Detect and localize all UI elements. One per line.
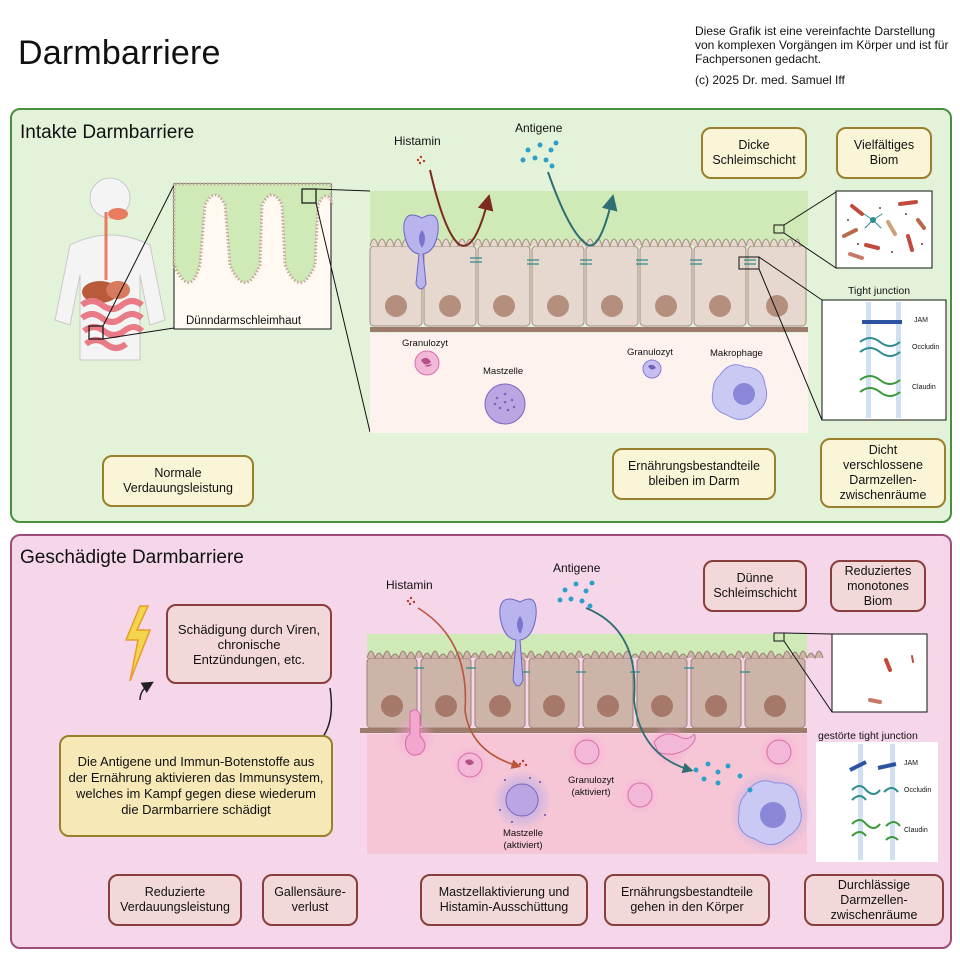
intact-antigene-label: Antigene [515, 121, 563, 135]
intact-granulozyt-1-label: Granulozyt [402, 338, 448, 349]
intact-makrophage-label: Makrophage [710, 348, 763, 359]
mucosa-label: Dünndarmschleimhaut [186, 315, 302, 327]
box-damage-cause: Schädigung durch Viren, chronische Entzü… [166, 604, 332, 684]
damaged-tight-junction-label: gestörte tight junction [818, 730, 918, 742]
damaged-epithelium [360, 598, 833, 854]
damaged-jam-label: JAM [904, 760, 918, 767]
intact-granulozyt-2-label: Granulozyt [627, 347, 673, 358]
damaged-panel-title: Geschädigte Darmbarriere [20, 547, 244, 568]
intact-occludin-label: Occludin [912, 344, 940, 351]
box-thin-mucus: Dünne Schleimschicht [703, 560, 807, 612]
damaged-claudin-label: Claudin [904, 827, 928, 834]
page-title: Darmbarriere [18, 34, 221, 72]
intact-tight-junction-label: Tight junction [848, 285, 911, 297]
human-body-figure [54, 177, 175, 361]
damaged-occludin-label: Occludin [904, 787, 932, 794]
box-tight-junctions-sealed: Dicht verschlossene Darmzellen-zwischenr… [820, 438, 946, 508]
disclaimer-note: Diese Grafik ist eine vereinfachte Darst… [695, 24, 949, 66]
intact-jam-label: JAM [914, 317, 928, 324]
box-leaky-junctions: Durchlässige Darmzellen-zwischenräume [804, 874, 944, 926]
box-normal-digestion: Normale Verdauungsleistung [102, 455, 254, 507]
intact-histamin-label: Histamin [394, 134, 441, 148]
intact-panel-title: Intakte Darmbarriere [20, 122, 195, 143]
box-vicious-cycle: Die Antigene und Immun-Botenstoffe aus d… [59, 735, 333, 837]
box-mast-cell-activation: Mastzellaktivierung und Histamin-Ausschü… [420, 874, 588, 926]
box-reduced-digestion: Reduzierte Verdauungsleistung [108, 874, 242, 926]
damaged-antigene-label: Antigene [553, 561, 601, 575]
damaged-histamin-label: Histamin [386, 578, 433, 592]
box-nutrients-enter-body: Ernährungsbestandteile gehen in den Körp… [604, 874, 770, 926]
lightning-icon [124, 605, 152, 682]
copyright: (c) 2025 Dr. med. Samuel Iff [695, 73, 845, 87]
box-nutrients-stay: Ernährungsbestandteile bleiben im Darm [612, 448, 776, 500]
histamin-dots-icon [416, 155, 426, 165]
antigen-dots-icon [520, 140, 559, 169]
box-thick-mucus: Dicke Schleimschicht [701, 127, 807, 179]
intact-claudin-label: Claudin [912, 384, 936, 391]
damaged-granulozyt-label: Granulozyt (aktiviert) [568, 775, 614, 798]
biome-bacteria-icon [842, 200, 926, 260]
damaged-mastzelle-label: Mastzelle (aktiviert) [502, 828, 544, 851]
box-bile-acid-loss: Gallensäure-verlust [262, 874, 358, 926]
box-reduced-biome: Reduziertes monotones Biom [830, 560, 926, 612]
mucosa-inset [172, 182, 371, 433]
intact-mastzelle-label: Mastzelle [483, 366, 524, 377]
box-diverse-biome: Vielfältiges Biom [836, 127, 932, 179]
